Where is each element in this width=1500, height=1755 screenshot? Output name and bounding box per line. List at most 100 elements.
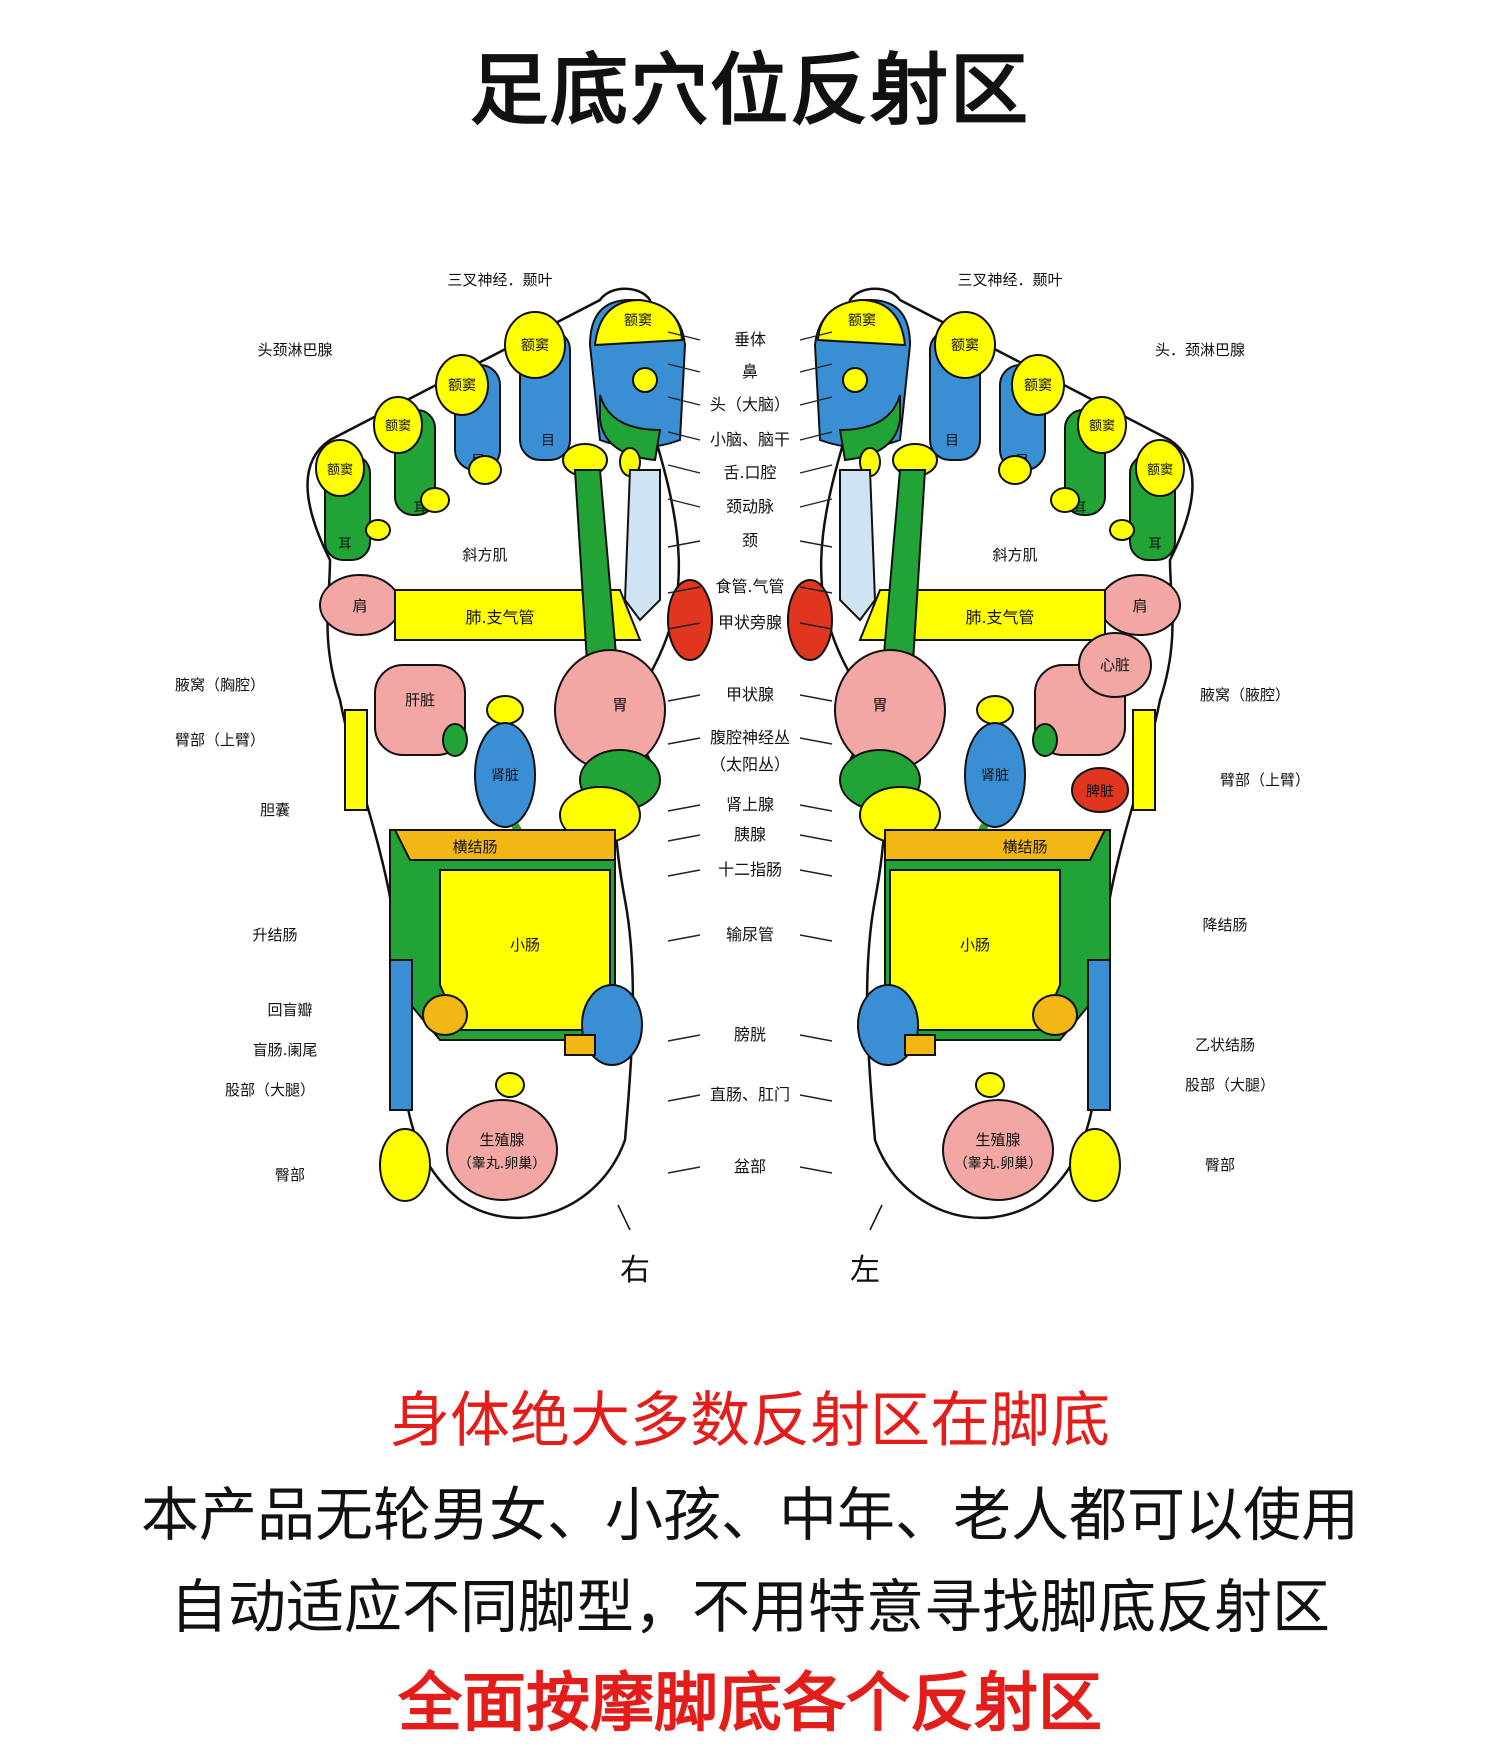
left-foot-side-label: 股部（大腿） [1185, 1076, 1275, 1094]
transverse-colon-label: 横结肠 [452, 838, 497, 856]
center-leader-right [667, 464, 701, 474]
right-foot-side-label: 胆囊 [260, 801, 290, 819]
ileocecal-area [422, 994, 468, 1036]
center-leader-left [799, 622, 833, 630]
gonad-area [446, 1099, 558, 1201]
center-leader-right [667, 396, 701, 406]
brain-stem-band [599, 394, 662, 462]
center-leader-left [799, 464, 833, 474]
kidney-label: 肾脏 [981, 768, 1009, 784]
center-label: 盆部 [734, 1157, 766, 1176]
toe2-sinus-label: 额窦 [951, 338, 979, 354]
center-leader-right [667, 834, 701, 842]
lymph-point [1109, 519, 1135, 541]
center-leader-right [667, 498, 701, 508]
lung-area [394, 589, 642, 641]
neck-vessel [623, 469, 661, 622]
liver-area [374, 664, 466, 756]
center-leader-right [667, 331, 701, 341]
center-label: 垂体 [734, 330, 766, 349]
upper-arm-bar [344, 709, 368, 811]
toe4-sinus-label: 额窦 [385, 419, 411, 434]
upper-arm-bar [1132, 709, 1156, 811]
center-leader-left [799, 363, 833, 373]
small-intestine-area [439, 869, 611, 1031]
left-foot-side-label: 臀部 [1205, 1156, 1235, 1174]
right-foot-side-label: 股部（大腿） [225, 1081, 315, 1099]
center-label: 食管.气管 [715, 577, 784, 596]
right-foot-side-label: 臂部（上臂） [175, 731, 265, 749]
center-label: 颈 [742, 531, 758, 550]
transverse-colon-area [884, 829, 1107, 861]
rectum-area [564, 1034, 596, 1056]
toe3-sinus-label: 额窦 [448, 378, 476, 394]
parathyroid [787, 579, 833, 661]
shoulder-label: 肩 [1132, 597, 1147, 615]
toe4-sinus [373, 396, 423, 454]
pelvis-dot [495, 1072, 525, 1098]
brain-stem-band [838, 394, 901, 462]
toe2-sinus [934, 311, 996, 379]
left-foot-side-label: 臂部（上臂） [1220, 771, 1310, 789]
right-foot-side-label: 腋窝（胸腔） [175, 676, 265, 694]
trapezius-label: 斜方肌 [462, 546, 507, 564]
page-title: 足底穴位反射区 [469, 46, 1030, 136]
center-leader-right [667, 586, 701, 594]
toe5-ear-label: 耳 [1148, 537, 1161, 552]
center-label: 甲状腺 [726, 685, 774, 704]
center-label: 颈动脉 [726, 497, 774, 516]
toe3-sinus [435, 354, 489, 416]
kidney-label: 肾脏 [491, 768, 519, 784]
center-leader-right [667, 363, 701, 373]
center-leader-right [667, 737, 701, 745]
center-leader-left [799, 694, 833, 702]
center-leader-left [799, 540, 833, 548]
gallbladder [1032, 723, 1058, 757]
rectum-area [904, 1034, 936, 1056]
big-toe-sinus-label: 额窦 [624, 313, 652, 329]
auto-adapt-text: 自动适应不同脚型，不用特意寻找脚底反射区 [169, 1573, 1330, 1641]
bladder [857, 984, 919, 1066]
pituitary-dot [842, 367, 868, 393]
left-foot: 额窦额窦目额窦目额窦耳额窦耳斜方肌肩肺.支气管胃肾脏横结肠小肠生殖腺（睾丸.卵巢… [787, 271, 1310, 1288]
center-leader-right [667, 869, 701, 877]
trapezius-label: 斜方肌 [992, 546, 1037, 564]
right-foot-side-label: 盲肠.阑尾 [253, 1041, 318, 1059]
spleen-label: 脾脏 [1086, 784, 1114, 800]
center-label: （太阳丛） [710, 755, 790, 774]
lung-label: 肺.支气管 [965, 608, 1034, 627]
left-foot-side-label: 头．颈淋巴腺 [1155, 341, 1245, 359]
center-leader-right [667, 934, 701, 942]
right-foot: 额窦额窦目额窦目额窦耳额窦耳斜方肌肩肺.支气管肝脏胃肾脏横结肠小肠生殖腺（睾丸.… [175, 271, 713, 1288]
center-leader-left [799, 396, 833, 406]
center-label: 小脑、脑干 [710, 430, 790, 449]
center-leader-right [667, 1034, 701, 1042]
toe4-sinus-label: 额窦 [1089, 419, 1115, 434]
adrenal-gland [976, 695, 1014, 725]
adrenal-gland [486, 695, 524, 725]
foot-reflexology-diagram: 额窦额窦目额窦目额窦耳额窦耳斜方肌肩肺.支气管肝脏胃肾脏横结肠小肠生殖腺（睾丸.… [175, 271, 1310, 1288]
center-leader-left [799, 834, 833, 842]
buttock-area [1069, 1128, 1121, 1202]
center-leader-right [667, 694, 701, 702]
center-leader-left [799, 1166, 833, 1174]
neck-vessel [839, 469, 877, 622]
center-label: 头（大脑） [710, 395, 790, 414]
left-foot-side-label: 乙状结肠 [1195, 1036, 1255, 1054]
kidney [474, 722, 536, 828]
center-leader-left [799, 737, 833, 745]
center-leader-right [667, 622, 701, 630]
small-intestine-label: 小肠 [510, 936, 540, 954]
heart-area [1078, 632, 1152, 698]
toe5-sinus-label: 额窦 [1147, 463, 1173, 478]
center-label: 鼻 [742, 362, 758, 381]
center-label: 甲状旁腺 [718, 613, 782, 632]
right-foot-side-label: 升结肠 [252, 926, 297, 944]
big-toe-sinus-label: 额窦 [848, 313, 876, 329]
center-label: 输尿管 [726, 925, 774, 944]
right-foot-side-label: 回盲瓣 [267, 1001, 312, 1019]
small-intestine-area [889, 869, 1061, 1031]
gallbladder [442, 723, 468, 757]
pelvis-dot [975, 1072, 1005, 1098]
bladder [581, 984, 643, 1066]
